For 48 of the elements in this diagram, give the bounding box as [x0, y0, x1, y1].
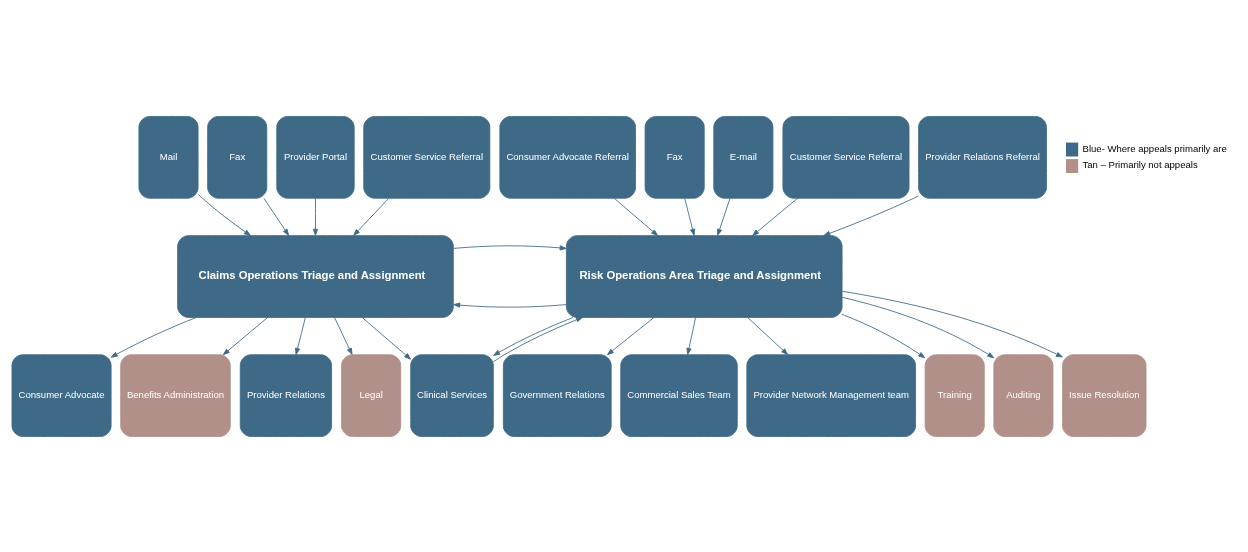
- node-box: E-mail: [713, 115, 774, 199]
- arrow: [841, 290, 1063, 357]
- node-box: Consumer Advocate: [11, 353, 112, 437]
- node-box: Legal: [341, 353, 402, 437]
- arrow: [684, 197, 696, 236]
- node-box: Provider Relations Referral: [918, 115, 1047, 199]
- node-box: Fax: [644, 115, 705, 199]
- node-box: Fax: [207, 115, 268, 199]
- arrow: [197, 193, 251, 236]
- node-box: Provider Network Management team: [746, 353, 916, 437]
- node-box: Consumer Advocate Referral: [499, 115, 636, 199]
- arrow: [686, 316, 697, 355]
- node-box: Mail: [138, 115, 199, 199]
- arrow: [717, 197, 731, 236]
- legend-label: Blue- Where appeals primarily are: [1082, 142, 1227, 154]
- node-box: Customer Service Referral: [363, 115, 491, 199]
- arrow: [110, 316, 197, 358]
- arrow: [353, 197, 390, 236]
- arrow: [453, 302, 567, 308]
- node-box: Risk Operations Area Triage and Assignment: [565, 234, 843, 318]
- arrow: [334, 316, 353, 355]
- node-box: Claims Operations Triage and Assignment: [177, 234, 454, 318]
- arrow: [493, 316, 574, 356]
- node-box: Customer Service Referral: [782, 115, 910, 199]
- arrow: [222, 316, 269, 355]
- node-box: Training: [924, 353, 985, 437]
- arrow: [361, 316, 412, 360]
- arrow: [312, 197, 319, 236]
- arrow: [493, 316, 583, 362]
- arrow: [841, 296, 995, 358]
- arrow: [263, 197, 290, 236]
- legend-label: Tan – Primarily not appeals: [1082, 158, 1198, 170]
- node-box: Benefits Administration: [120, 353, 231, 437]
- arrow: [613, 197, 659, 236]
- node-box: Provider Portal: [276, 115, 355, 199]
- arrow: [752, 197, 799, 236]
- arrow: [453, 244, 567, 250]
- arrow: [295, 316, 306, 355]
- node-box: Clinical Services: [410, 353, 494, 437]
- arrow: [747, 316, 789, 355]
- node-box: Commercial Sales Team: [620, 353, 738, 437]
- arrow: [823, 195, 919, 236]
- node-box: Issue Resolution: [1062, 353, 1147, 437]
- arrow: [841, 313, 926, 358]
- node-box: Provider Relations: [239, 353, 332, 437]
- node-box: Government Relations: [502, 353, 612, 437]
- node-box: Auditing: [993, 353, 1054, 437]
- arrow: [607, 316, 655, 355]
